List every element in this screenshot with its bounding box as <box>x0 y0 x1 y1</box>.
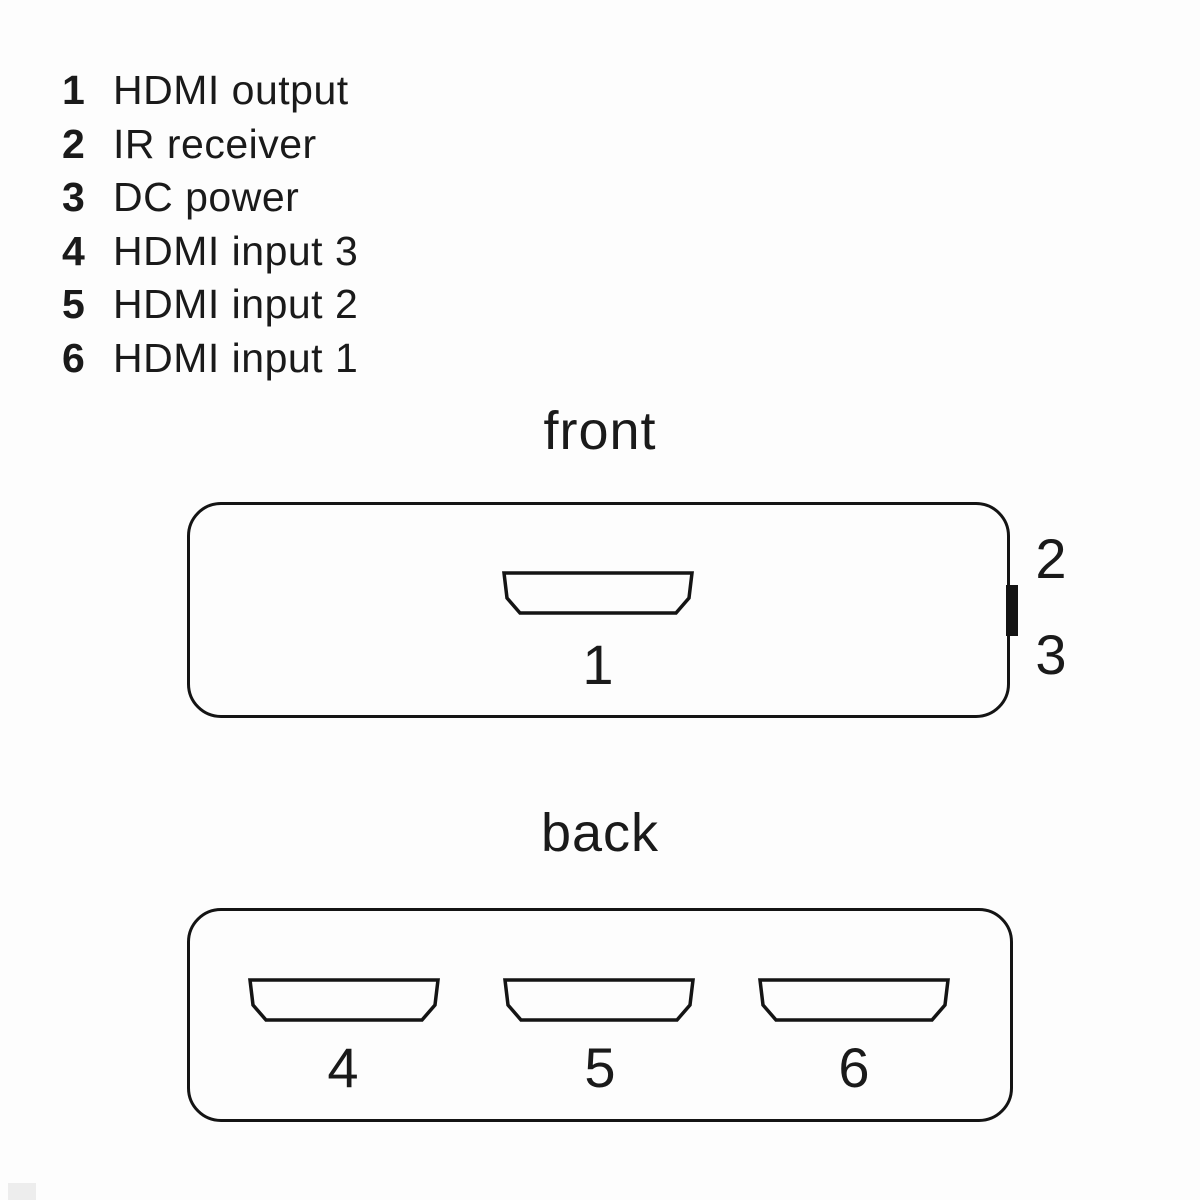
legend-number: 3 <box>62 174 86 221</box>
hdmi-output-port-icon <box>502 571 694 615</box>
corner-artifact <box>8 1183 36 1200</box>
callout-hdmi-input-2: 5 <box>584 1036 616 1099</box>
callout-hdmi-input-3: 4 <box>327 1036 359 1099</box>
callout-ir-receiver: 2 <box>1035 527 1067 590</box>
legend: 1 HDMI output 2 IR receiver 3 DC power 4… <box>62 64 358 386</box>
legend-item-dc-power: 3 DC power <box>62 171 358 225</box>
legend-item-hdmi-output: 1 HDMI output <box>62 64 358 118</box>
legend-item-hdmi-input-3: 4 HDMI input 3 <box>62 225 358 279</box>
legend-label: DC power <box>113 174 300 221</box>
legend-label: HDMI input 2 <box>113 281 359 328</box>
legend-number: 4 <box>62 227 86 274</box>
front-view-title: front <box>543 401 657 461</box>
legend-item-hdmi-input-1: 6 HDMI input 1 <box>62 332 358 386</box>
legend-number: 2 <box>62 120 86 167</box>
legend-number: 1 <box>62 67 86 113</box>
hdmi-input-1-port-icon <box>758 978 950 1022</box>
ir-sensor-window <box>1006 585 1018 636</box>
callout-dc-power: 3 <box>1035 623 1067 686</box>
legend-label: HDMI output <box>113 67 349 113</box>
legend-item-hdmi-input-2: 5 HDMI input 2 <box>62 278 358 332</box>
legend-label: HDMI input 1 <box>113 334 359 381</box>
callout-hdmi-output: 1 <box>582 633 614 696</box>
callout-hdmi-input-1: 6 <box>838 1036 870 1099</box>
legend-number: 6 <box>62 334 86 381</box>
legend-number: 5 <box>62 281 86 328</box>
hdmi-input-2-port-icon <box>503 978 695 1022</box>
legend-label: HDMI input 3 <box>113 227 359 274</box>
hdmi-input-3-port-icon <box>248 978 440 1022</box>
legend-item-ir-receiver: 2 IR receiver <box>62 118 358 172</box>
legend-label: IR receiver <box>113 120 317 167</box>
back-view-title: back <box>540 803 660 863</box>
